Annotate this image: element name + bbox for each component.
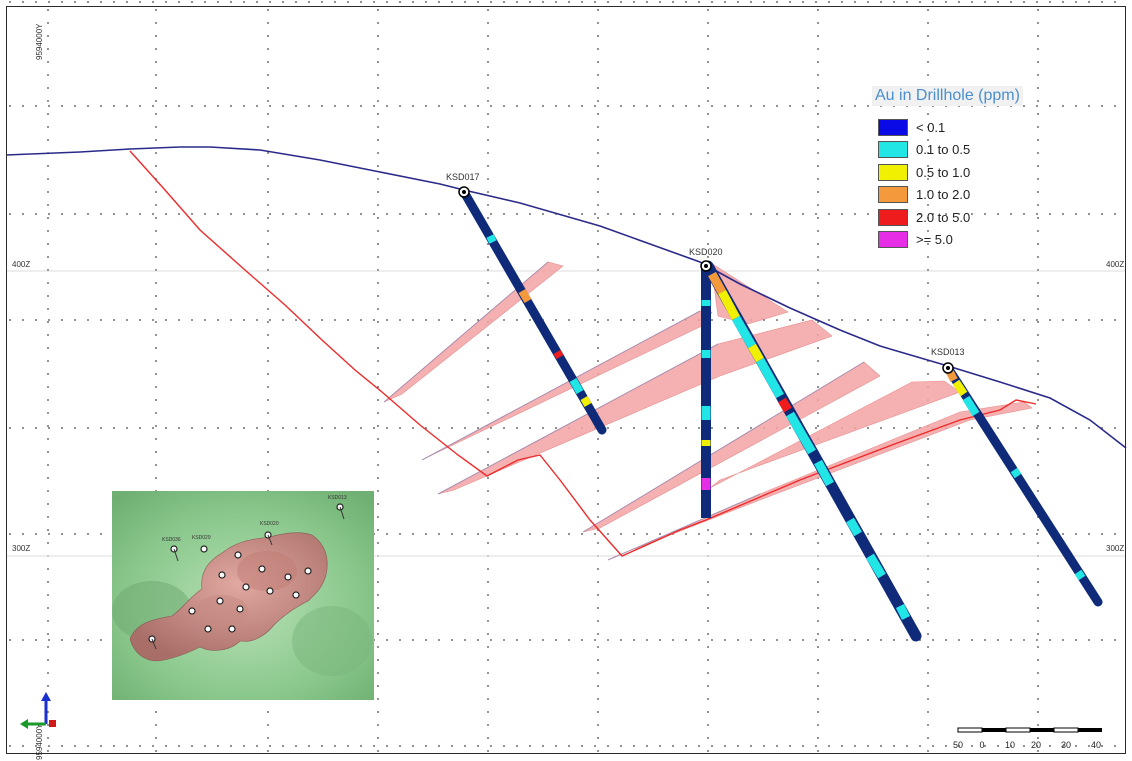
legend-item-label: 0.5 to 1.0 bbox=[916, 164, 971, 180]
zone-1 bbox=[383, 261, 564, 403]
inset-label-ksd020: KSD020 bbox=[260, 521, 279, 527]
inset-label-ksd036: KSD036 bbox=[162, 537, 181, 543]
topography-surface-line bbox=[5, 146, 1127, 449]
inset-hole-traces bbox=[151, 506, 345, 650]
legend-list: < 0.1 0.1 to 0.5 0.5 to 1.0 1.0 to 2.0 2… bbox=[878, 116, 970, 251]
legend-item-label: < 0.1 bbox=[916, 119, 946, 135]
weathering-boundary-line bbox=[129, 150, 1037, 557]
legend-item: 1.0 to 2.0 bbox=[878, 184, 970, 207]
legend-swatch bbox=[878, 186, 908, 204]
scale-tick-label: 30 bbox=[1061, 740, 1071, 750]
elevation-label-300-right: 300Z bbox=[1106, 544, 1124, 553]
drillhole-ksd020-inclined[interactable] bbox=[700, 260, 922, 642]
legend-swatch bbox=[878, 208, 908, 226]
legend-swatch bbox=[878, 141, 908, 159]
axis-origin-icon bbox=[49, 720, 56, 727]
northing-label-bottom: 9594000Y bbox=[35, 723, 44, 760]
legend-item-label: >= 5.0 bbox=[916, 232, 953, 248]
hole-label-ksd017: KSD017 bbox=[446, 172, 480, 182]
inset-hole-markers bbox=[148, 503, 344, 643]
legend-swatch bbox=[878, 118, 908, 136]
drillhole-ksd013[interactable] bbox=[942, 362, 1103, 607]
hole-label-ksd020: KSD020 bbox=[689, 247, 723, 257]
drillhole-ksd017[interactable] bbox=[458, 186, 607, 435]
legend-item: 0.5 to 1.0 bbox=[878, 161, 970, 184]
elevation-label-400-left: 400Z bbox=[12, 260, 30, 269]
elevation-label-400-right: 400Z bbox=[1106, 260, 1124, 269]
legend-title: Au in Drillhole (ppm) bbox=[872, 86, 1023, 106]
legend-item: >= 5.0 bbox=[878, 229, 970, 252]
legend-swatch bbox=[878, 231, 908, 249]
drillholes bbox=[458, 186, 1103, 642]
legend-item: 0.1 to 0.5 bbox=[878, 139, 970, 162]
scale-bar: 50 0 10 20 30 40 bbox=[948, 722, 1112, 756]
scale-tick-label: 50 bbox=[953, 740, 963, 750]
axis-triad[interactable] bbox=[18, 692, 62, 736]
inset-label-ksd029: KSD029 bbox=[192, 535, 211, 541]
inset-plan-map[interactable]: KSD013 KSD036 KSD029 KSD020 bbox=[112, 491, 374, 700]
scale-tick-label: 10 bbox=[1005, 740, 1015, 750]
elevation-label-300-left: 300Z bbox=[12, 544, 30, 553]
mineralisation-zones bbox=[383, 261, 1033, 561]
legend-item-label: 0.1 to 0.5 bbox=[916, 142, 971, 158]
scale-tick-label: 40 bbox=[1091, 740, 1101, 750]
legend-item-label: 1.0 to 2.0 bbox=[916, 187, 971, 203]
legend-item-label: 2.0 to 5.0 bbox=[916, 209, 971, 225]
scale-tick-label: 20 bbox=[1031, 740, 1041, 750]
northing-label-top: 9594000Y bbox=[35, 23, 44, 60]
legend: Au in Drillhole (ppm) < 0.1 0.1 to 0.5 0… bbox=[866, 82, 1050, 254]
scale-bar-segments bbox=[957, 727, 1102, 733]
inset-label-ksd013: KSD013 bbox=[328, 495, 347, 501]
hole-label-ksd013: KSD013 bbox=[931, 347, 965, 357]
legend-item: 2.0 to 5.0 bbox=[878, 206, 970, 229]
scale-tick-label: 0 bbox=[979, 740, 984, 750]
legend-swatch bbox=[878, 163, 908, 181]
legend-item: < 0.1 bbox=[878, 116, 970, 139]
zone-6 bbox=[709, 380, 961, 489]
